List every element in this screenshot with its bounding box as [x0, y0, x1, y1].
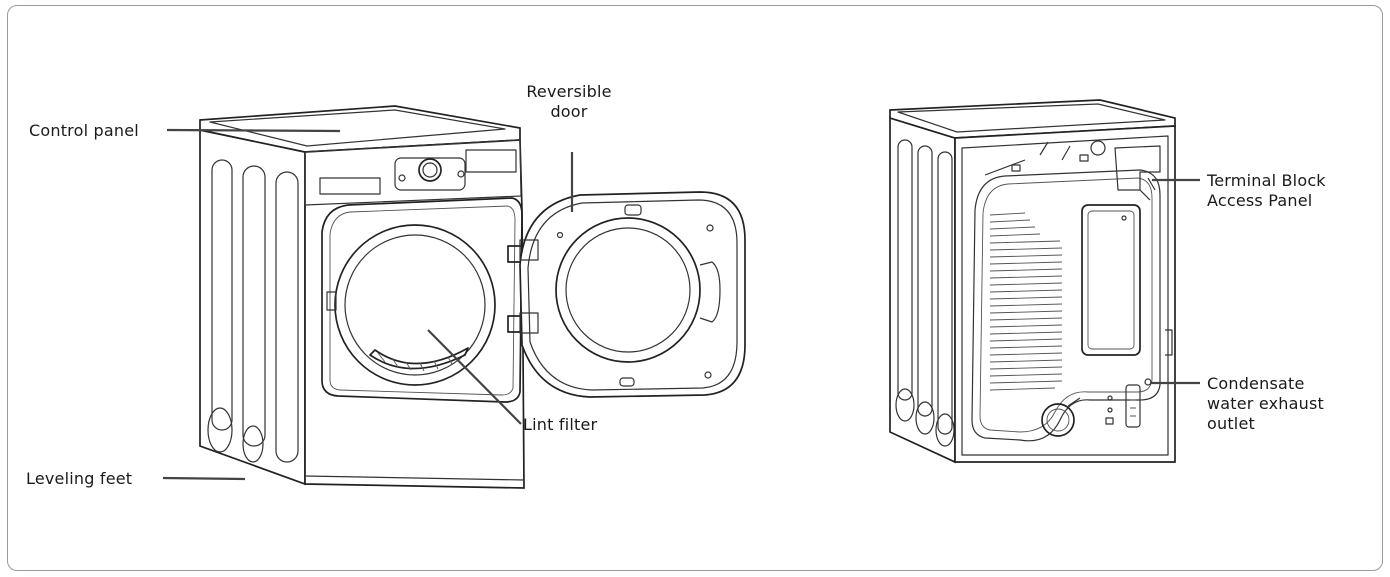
open-door: [519, 191, 746, 398]
door-top-tab: [624, 204, 642, 216]
door-glass-outer: [555, 217, 701, 363]
door-panel-inner: [527, 199, 738, 391]
label-reversible-door: Reversible door: [514, 82, 624, 122]
drum-inner: [344, 234, 486, 376]
door-handle: [699, 261, 721, 323]
side-rib-2: [242, 165, 266, 447]
lint-filter-slot: [369, 347, 469, 370]
label-control-panel: Control panel: [29, 121, 139, 140]
door-hinge-top: [519, 239, 539, 261]
knob-housing: [394, 157, 466, 191]
label-terminal-block: Terminal Block Access Panel: [1207, 171, 1326, 211]
leader-leveling-feet: [162, 476, 246, 481]
dial-knob-inner: [422, 162, 438, 178]
display-left: [319, 177, 381, 195]
label-terminal-block-line1: Terminal Block: [1207, 171, 1326, 190]
side-foot-bump-2: [242, 425, 264, 463]
door-hinge-bottom: [519, 312, 539, 334]
rear-back-panel: [954, 125, 1176, 463]
door-screw-2: [704, 371, 712, 379]
label-lint-filter: Lint filter: [523, 415, 598, 434]
control-strip: [304, 139, 522, 206]
label-reversible-door-line2: door: [550, 102, 588, 121]
dryer-top-inset: [209, 109, 506, 147]
dial-knob-icon: [418, 158, 442, 182]
door-bottom-tab: [619, 377, 635, 387]
label-condensate-line2: water exhaust: [1207, 394, 1324, 413]
door-latch: [326, 291, 337, 311]
leader-lint-filter: [427, 329, 522, 425]
front-dryer: [199, 105, 537, 489]
drum-opening: [334, 224, 496, 386]
dryer-side-panel: [199, 128, 306, 486]
door-glass: [565, 227, 691, 353]
rear-side-rib-1: [897, 139, 913, 401]
label-condensate: Condensate water exhaust outlet: [1207, 374, 1324, 434]
figure-frame: [7, 5, 1383, 571]
label-condensate-line1: Condensate: [1207, 374, 1305, 393]
rear-dryer: [889, 99, 1176, 464]
label-terminal-block-line2: Access Panel: [1207, 191, 1313, 210]
terminal-block-panel: [1114, 145, 1161, 191]
leader-lines: [162, 128, 1200, 481]
rear-side-panel: [889, 116, 956, 464]
condensate-outlet: [1125, 384, 1141, 428]
label-reversible-door-line1: Reversible: [526, 82, 612, 101]
leader-control-panel: [166, 128, 341, 133]
button-dot-1: [398, 174, 406, 182]
door-screw-3: [556, 231, 564, 239]
side-rib-1: [211, 159, 233, 431]
rear-side-rib-3: [937, 151, 953, 435]
door-opening: [321, 197, 523, 403]
dryer-base-line: [304, 475, 525, 481]
button-dot-2: [457, 170, 465, 178]
rear-exhaust-port: [1041, 403, 1075, 437]
display-right: [465, 149, 517, 173]
dryer-front: [304, 139, 525, 489]
door-screw-1: [706, 224, 714, 232]
rear-access-cover: [1081, 204, 1141, 356]
rear-side-rib-2: [917, 145, 933, 417]
label-condensate-line3: outlet: [1207, 414, 1255, 433]
door-panel: [519, 191, 746, 398]
side-rib-3: [275, 171, 299, 463]
rear-duct: [971, 169, 1161, 442]
side-foot-bump: [207, 407, 233, 453]
vent-slats: [989, 212, 1063, 391]
label-leveling-feet: Leveling feet: [26, 469, 133, 488]
